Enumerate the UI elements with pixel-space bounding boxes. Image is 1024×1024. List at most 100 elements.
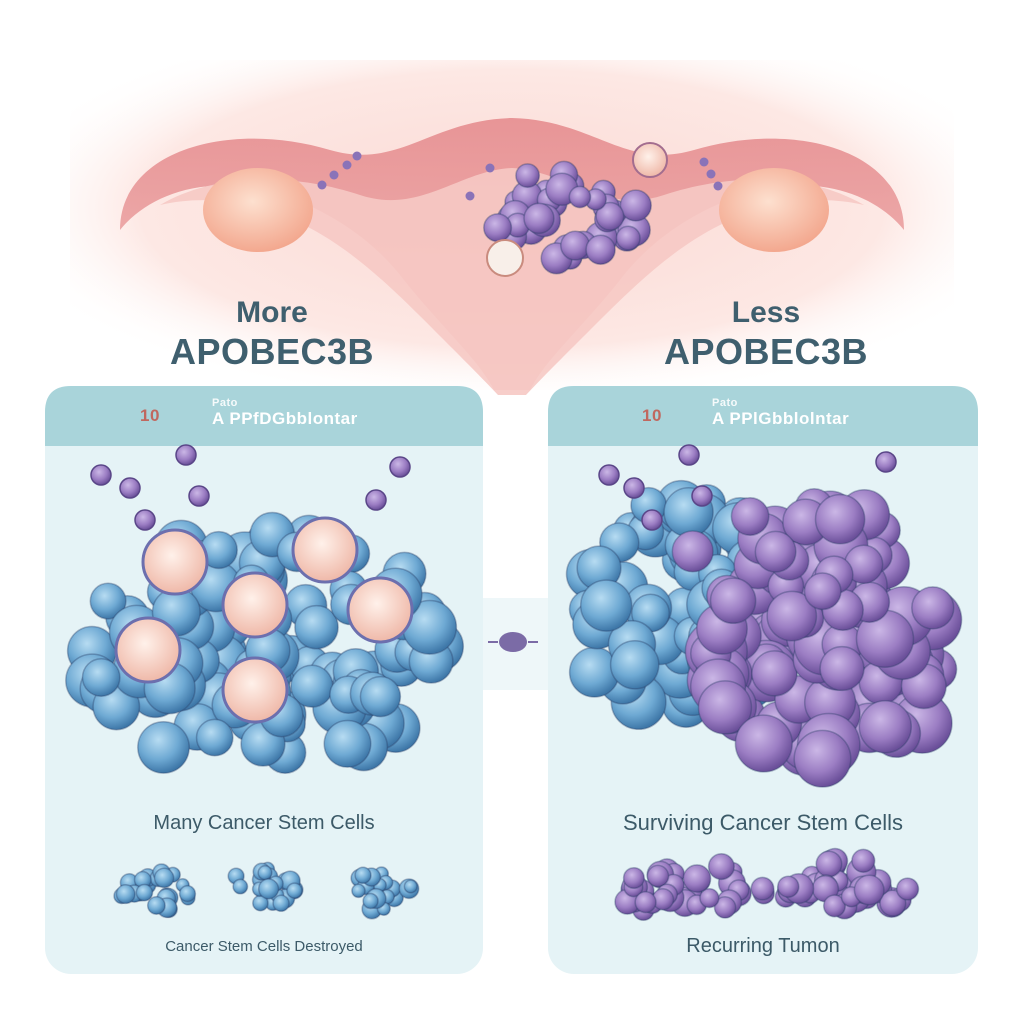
damaged-cell <box>486 239 524 277</box>
damaged-stem-cell <box>291 516 359 584</box>
apobec3b-molecule <box>134 509 156 531</box>
ovary-left <box>203 168 313 252</box>
ovary-right <box>719 168 829 252</box>
recurring-cell <box>815 850 843 878</box>
particle <box>329 170 339 180</box>
stem-cell <box>81 658 121 697</box>
right-tumor-cluster <box>565 479 963 788</box>
destroyed-cell <box>286 882 303 899</box>
destroyed-cell <box>257 865 273 881</box>
left-stem-cell-cluster <box>65 511 465 774</box>
floating-particles <box>317 151 723 201</box>
damaged-stem-cell <box>114 616 182 684</box>
tumor-cell <box>615 225 641 251</box>
tumor-cell <box>709 577 757 625</box>
stem-cell <box>609 639 660 690</box>
tumor-cell <box>734 714 793 773</box>
right-panel-header-label: A PPlGbblolntar <box>712 409 850 428</box>
apobec3b-molecule <box>175 444 197 466</box>
destroyed-cell <box>135 883 154 902</box>
stem-cell <box>89 582 127 620</box>
uterus-inner <box>160 168 864 395</box>
destroyed-cell <box>146 896 166 915</box>
tumor-cell <box>814 493 866 545</box>
stem-cell <box>137 720 190 774</box>
tumor-cell <box>560 230 591 261</box>
recurring-cell <box>646 864 670 888</box>
tumor-cell <box>568 185 592 209</box>
tumor-cell <box>671 530 714 573</box>
right-heading: Less APOBEC3B <box>616 296 916 372</box>
stem-cell <box>359 675 402 718</box>
left-panel-header-bar <box>45 386 483 446</box>
destroyed-cell <box>257 878 280 900</box>
tumor-cell <box>585 234 616 265</box>
particle <box>706 169 716 179</box>
left-panel-header: Pato A PPfDGbblontar <box>212 398 358 429</box>
destroyed-cell <box>115 884 136 905</box>
right-panel-header: Pato A PPlGbblolntar <box>712 398 849 429</box>
right-panel-header-small: Pato <box>712 397 738 409</box>
apobec3b-molecule <box>623 477 645 499</box>
recurring-cell <box>699 887 720 909</box>
apobec3b-molecule <box>90 464 112 486</box>
recurring-cell <box>682 864 712 893</box>
tumor-cell <box>819 645 865 692</box>
stem-cell <box>195 718 234 757</box>
panel-connector <box>483 598 548 690</box>
tumor-cell <box>911 586 955 630</box>
apobec3b-molecule <box>365 489 387 511</box>
recurring-cell <box>750 876 775 901</box>
tumor-cell <box>619 189 652 222</box>
damaged-stem-cell <box>221 571 289 639</box>
destroyed-cell <box>351 883 366 899</box>
stem-cell <box>294 604 339 650</box>
apobec3b-molecule <box>678 444 700 466</box>
apobec3b-molecule <box>119 477 141 499</box>
damaged-stem-cell <box>221 656 289 724</box>
recurring-cell <box>822 894 847 918</box>
right-heading-line2: APOBEC3B <box>663 330 869 372</box>
left-bottom-caption: Cancer Stem Cells Destroyed <box>165 938 363 955</box>
recurring-cell <box>853 874 885 906</box>
apobec3b-molecule <box>875 451 897 473</box>
stem-cell <box>323 719 372 768</box>
apobec3b-molecule <box>641 509 663 531</box>
tumor-cell <box>483 213 513 243</box>
particle <box>713 181 723 191</box>
apobec3b-molecule <box>598 464 620 486</box>
central-tumor <box>483 142 668 277</box>
tumor-cell <box>523 202 555 235</box>
recurring-cell <box>622 866 645 890</box>
left-heading-line1: More <box>236 296 308 329</box>
recurring-cell <box>851 848 876 873</box>
particle <box>699 157 709 167</box>
recurring-cell <box>879 889 907 917</box>
particle <box>317 180 327 190</box>
recurring-cell <box>707 853 735 881</box>
damaged-cell <box>632 142 668 178</box>
apobec3b-molecule <box>188 485 210 507</box>
left-main-caption: Many Cancer Stem Cells <box>153 812 375 834</box>
tumor-cell <box>730 497 770 536</box>
tumor-cell <box>803 572 842 611</box>
left-destroyed-clusters <box>113 861 420 920</box>
destroyed-cell <box>232 878 249 895</box>
particle <box>465 191 475 201</box>
destroyed-cell <box>178 885 197 903</box>
particle <box>342 160 352 170</box>
stem-cell <box>579 579 633 632</box>
damaged-stem-cell <box>346 576 414 644</box>
tumor-cell <box>766 590 818 642</box>
tumor-cell <box>595 201 625 231</box>
left-heading: More APOBEC3B <box>122 296 422 372</box>
left-heading-line2: APOBEC3B <box>169 330 375 372</box>
tumor-cell <box>751 650 798 697</box>
tumor-cell <box>793 729 852 788</box>
destroyed-cell <box>354 866 372 885</box>
destroyed-cell <box>403 879 418 894</box>
particle <box>352 151 362 161</box>
recurring-cell <box>777 875 800 898</box>
tumor-cell <box>515 163 541 189</box>
